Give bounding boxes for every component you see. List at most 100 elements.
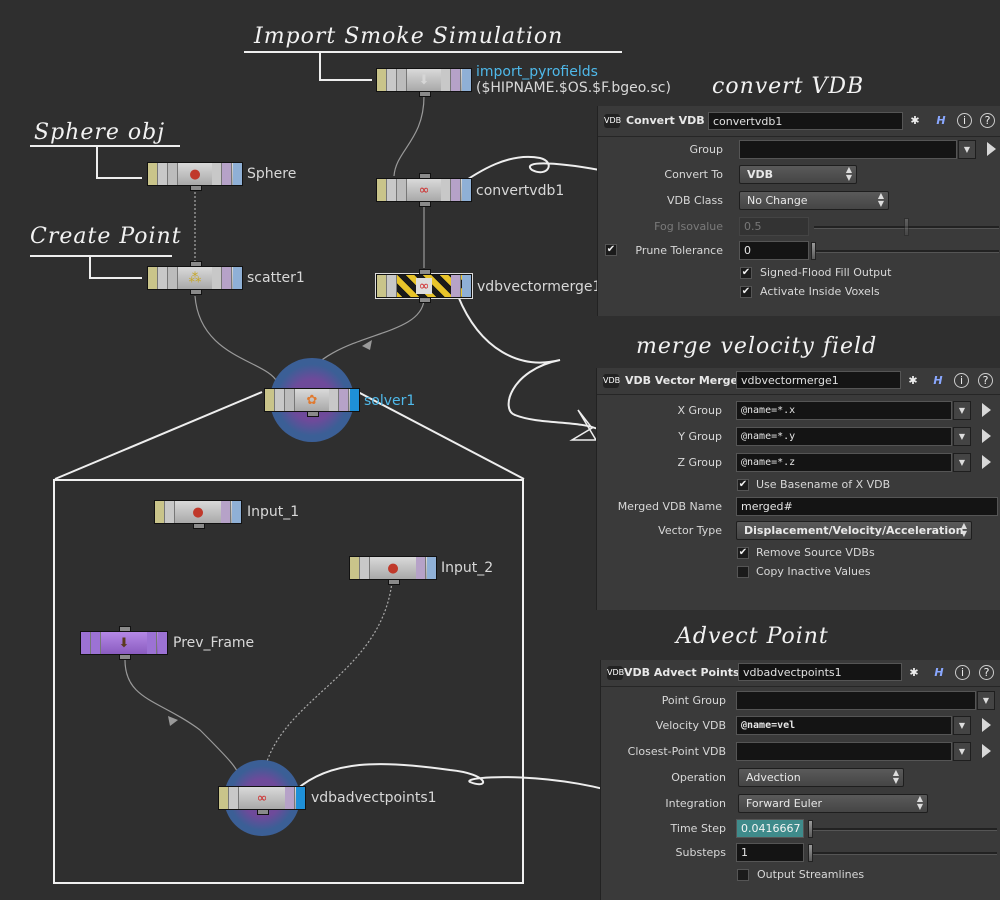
help-h-icon[interactable]: H — [936, 114, 946, 127]
x-group-input[interactable]: @name=*.x — [736, 401, 952, 420]
param-velocity-vdb: Velocity VDB @name=vel ▼ — [601, 715, 1000, 737]
note-convert-vdb[interactable]: convert VDB — [712, 74, 865, 99]
help-icon[interactable]: ? — [980, 113, 995, 128]
input-port[interactable] — [190, 261, 202, 267]
node-prev-frame[interactable]: ⬇ — [80, 626, 168, 660]
note-sphere-obj[interactable]: Sphere obj — [34, 120, 166, 145]
node-input-1[interactable]: ● — [154, 500, 242, 529]
param-z-group: Z Group @name=*.z ▼ — [597, 452, 1000, 474]
chevron-down-icon[interactable]: ▼ — [953, 716, 971, 735]
param-x-group: X Group @name=*.x ▼ — [597, 400, 1000, 422]
node-convertvdb1[interactable]: ∞ — [376, 173, 472, 207]
prune-checkbox[interactable]: ✔ — [605, 244, 617, 256]
slider-knob[interactable] — [808, 820, 813, 838]
chevron-down-icon[interactable]: ▼ — [953, 742, 971, 761]
chevron-down-icon[interactable]: ▼ — [953, 453, 971, 472]
prune-tolerance-slider[interactable] — [814, 250, 999, 253]
node-scatter1[interactable]: ⁂ — [147, 261, 243, 295]
output-port[interactable] — [419, 297, 431, 303]
select-arrow-icon[interactable] — [982, 718, 991, 732]
node-solver1[interactable]: ✿ — [264, 388, 360, 417]
chevron-down-icon[interactable]: ▼ — [977, 691, 995, 710]
gear-icon[interactable]: ✱ — [909, 666, 919, 679]
signed-flood-checkbox[interactable]: ✔ — [740, 267, 752, 279]
slider-knob[interactable] — [904, 218, 909, 236]
use-basename-checkbox[interactable]: ✔ — [737, 479, 749, 491]
substeps-slider[interactable] — [809, 852, 997, 855]
operation-dropdown[interactable]: Advection ▲▼ — [738, 768, 904, 787]
fog-isovalue-input[interactable]: 0.5 — [739, 217, 809, 236]
gear-icon[interactable]: ✱ — [910, 114, 920, 127]
point-group-input[interactable] — [736, 691, 976, 710]
input-port[interactable] — [419, 269, 431, 275]
select-arrow-icon[interactable] — [982, 455, 991, 469]
note-import-smoke[interactable]: Import Smoke Simulation — [254, 24, 564, 49]
slider-knob[interactable] — [811, 242, 816, 260]
input-port[interactable] — [119, 626, 131, 632]
node-import-pyrofields[interactable]: ⬇ — [376, 68, 472, 97]
activate-inside-checkbox[interactable]: ✔ — [740, 286, 752, 298]
select-arrow-icon[interactable] — [982, 744, 991, 758]
select-arrow-icon[interactable] — [982, 403, 991, 417]
vdb-icon: VDB — [604, 114, 621, 128]
remove-source-checkbox[interactable]: ✔ — [737, 547, 749, 559]
copy-inactive-checkbox[interactable] — [737, 566, 749, 578]
output-port[interactable] — [419, 91, 431, 97]
closest-point-input[interactable] — [736, 742, 952, 761]
solver-subnetwork-view[interactable] — [53, 479, 524, 884]
note-merge-velocity[interactable]: merge velocity field — [636, 334, 878, 359]
select-arrow-icon[interactable] — [987, 142, 996, 156]
dropdown-value: Displacement/Velocity/Acceleration — [744, 524, 964, 537]
convert-to-dropdown[interactable]: VDB ▲▼ — [739, 165, 857, 184]
fog-isovalue-slider[interactable] — [814, 226, 999, 229]
output-port[interactable] — [419, 201, 431, 207]
node-vdbvectormerge1[interactable]: ∞ — [375, 269, 473, 303]
help-icon[interactable]: ? — [978, 373, 993, 388]
output-port[interactable] — [190, 289, 202, 295]
node-sphere[interactable]: ● — [147, 162, 243, 191]
group-input[interactable] — [739, 140, 957, 159]
gear-icon[interactable]: ✱ — [908, 374, 918, 387]
input-port[interactable] — [419, 173, 431, 179]
select-arrow-icon[interactable] — [982, 429, 991, 443]
y-group-input[interactable]: @name=*.y — [736, 427, 952, 446]
help-icon[interactable]: ? — [979, 665, 994, 680]
note-create-point[interactable]: Create Point — [30, 224, 182, 249]
output-port[interactable] — [119, 654, 131, 660]
chevron-down-icon[interactable]: ▼ — [958, 140, 976, 159]
info-icon[interactable]: i — [955, 665, 970, 680]
node-name-field[interactable]: vdbvectormerge1 — [736, 371, 901, 389]
param-fog-isovalue: Fog Isovalue 0.5 — [598, 216, 1000, 238]
output-port[interactable] — [388, 579, 400, 585]
chevron-down-icon[interactable]: ▼ — [953, 427, 971, 446]
param-substeps: Substeps 1 — [601, 842, 1000, 864]
integration-dropdown[interactable]: Forward Euler ▲▼ — [738, 794, 928, 813]
param-vdb-class: VDB Class No Change ▲▼ — [598, 190, 1000, 212]
time-step-input[interactable]: 0.0416667 — [736, 819, 804, 838]
z-group-input[interactable]: @name=*.z — [736, 453, 952, 472]
node-vdbadvectpoints1[interactable]: ∞ — [218, 786, 306, 815]
prune-tolerance-input[interactable]: 0 — [739, 241, 809, 260]
velocity-vdb-input[interactable]: @name=vel — [736, 716, 952, 735]
merged-name-input[interactable]: merged# — [736, 497, 998, 516]
time-step-slider[interactable] — [809, 828, 997, 831]
info-icon[interactable]: i — [957, 113, 972, 128]
vdb-class-dropdown[interactable]: No Change ▲▼ — [739, 191, 889, 210]
output-port[interactable] — [193, 523, 205, 529]
help-h-icon[interactable]: H — [933, 374, 943, 387]
help-h-icon[interactable]: H — [934, 666, 944, 679]
output-port[interactable] — [257, 809, 269, 815]
node-name-field[interactable]: convertvdb1 — [708, 112, 903, 130]
vector-type-dropdown[interactable]: Displacement/Velocity/Acceleration ▲▼ — [736, 521, 972, 540]
info-icon[interactable]: i — [954, 373, 969, 388]
node-input-2[interactable]: ● — [349, 556, 437, 585]
chevron-down-icon[interactable]: ▼ — [953, 401, 971, 420]
output-port[interactable] — [307, 411, 319, 417]
slider-knob[interactable] — [808, 844, 813, 862]
node-name-field[interactable]: vdbadvectpoints1 — [738, 663, 902, 681]
substeps-input[interactable]: 1 — [736, 843, 804, 862]
output-port[interactable] — [190, 185, 202, 191]
output-streamlines-checkbox[interactable] — [737, 869, 749, 881]
param-signed-flood: ✔ Signed-Flood Fill Output — [598, 263, 1000, 285]
note-advect-point[interactable]: Advect Point — [676, 624, 829, 649]
